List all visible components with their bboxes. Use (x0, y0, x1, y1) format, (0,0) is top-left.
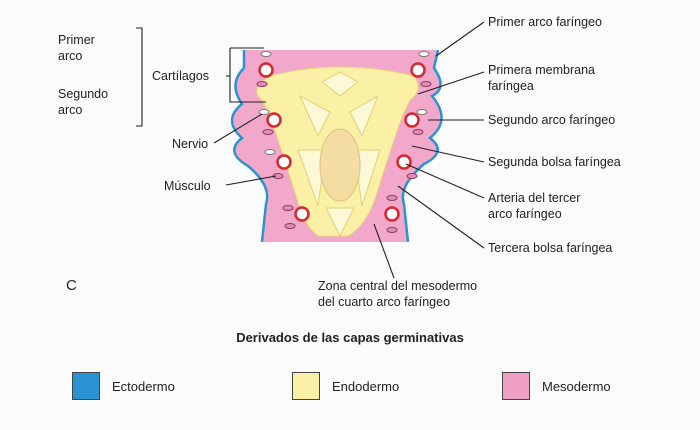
label-musculo: Músculo (164, 179, 211, 193)
endoderm-fold (325, 207, 355, 238)
artery-icon (410, 62, 426, 78)
muscle-icon (262, 129, 274, 135)
muscle-icon (256, 81, 268, 87)
label-segundo-arco-faringeo: Segundo arco faríngeo (488, 113, 615, 127)
leader-2 (417, 71, 485, 95)
label-arteria: Arteria del tercer (488, 191, 580, 205)
endoderm-fold (298, 94, 331, 138)
leader-4 (411, 145, 485, 163)
label-tercera-bolsa: Tercera bolsa faríngea (488, 241, 612, 255)
legend-label: Endodermo (332, 378, 400, 394)
ectoderm-left (230, 50, 269, 243)
label-cuarto-arco: del cuarto arco faríngeo (318, 295, 450, 309)
label-zona-central: Zona central del mesodermo (318, 279, 477, 293)
artery-icon (384, 206, 400, 222)
arch-contents (256, 51, 432, 233)
leader-7 (373, 223, 395, 279)
pharyngeal-arches-diagram: Primer arco Segundo arco Cartílagos Nerv… (58, 15, 621, 309)
artery-icon (276, 154, 292, 170)
panel-letter: C (66, 277, 77, 294)
legend-title: Derivados de las capas germinativas (236, 330, 464, 345)
muscle-icon (386, 227, 398, 233)
legend-item-mesodermo: Mesodermo (502, 371, 611, 401)
label-arco-faringeo: arco faríngeo (488, 207, 562, 221)
endoderm-fold (349, 94, 379, 138)
label-primer-arco-faringeo: Primer arco faríngeo (488, 15, 602, 29)
musculo-leader (225, 175, 277, 186)
muscle-icon (412, 129, 424, 135)
legend-item-endodermo: Endodermo (292, 371, 399, 401)
label-segunda-bolsa: Segunda bolsa faríngea (488, 155, 621, 169)
nerve-icon (264, 149, 276, 155)
artery-icon (266, 112, 282, 128)
arch-bracket (136, 27, 143, 127)
ectoderm-swatch (72, 372, 100, 400)
endoderm-swatch (292, 372, 320, 400)
nerve-icon (258, 109, 270, 115)
label-faringea: faríngea (488, 79, 534, 93)
artery-icon (258, 62, 274, 78)
label-arco-1: arco (58, 49, 82, 63)
legend-item-ectodermo: Ectodermo (72, 371, 175, 401)
label-primera-membrana: Primera membrana (488, 63, 595, 77)
artery-icon (396, 154, 412, 170)
muscle-icon (284, 223, 296, 229)
nerve-icon (416, 109, 428, 115)
leader-5 (405, 163, 485, 199)
ectoderm-right (401, 49, 443, 243)
label-arco-2: arco (58, 103, 82, 117)
muscle-icon (420, 81, 432, 87)
muscle-icon (386, 195, 398, 201)
muscle-icon (282, 205, 294, 211)
nerve-icon (260, 51, 272, 57)
legend-label: Ectodermo (112, 378, 175, 394)
artery-icon (294, 206, 310, 222)
leader-6 (397, 185, 485, 249)
legend-label: Mesodermo (542, 378, 611, 394)
endoderm-fold (321, 71, 359, 97)
artery-icon (404, 112, 420, 128)
label-primer: Primer (58, 33, 95, 47)
leader-1 (435, 21, 485, 57)
mesoderm-swatch (502, 372, 530, 400)
label-segundo: Segundo (58, 87, 108, 101)
central-endoderm-structure (319, 128, 361, 202)
nervio-leader (213, 113, 263, 144)
label-nervio: Nervio (172, 137, 208, 151)
cartilage-bracket (229, 48, 266, 103)
nerve-icon (418, 51, 430, 57)
muscle-icon (406, 173, 418, 179)
label-cartilagos: Cartílagos (152, 69, 209, 83)
